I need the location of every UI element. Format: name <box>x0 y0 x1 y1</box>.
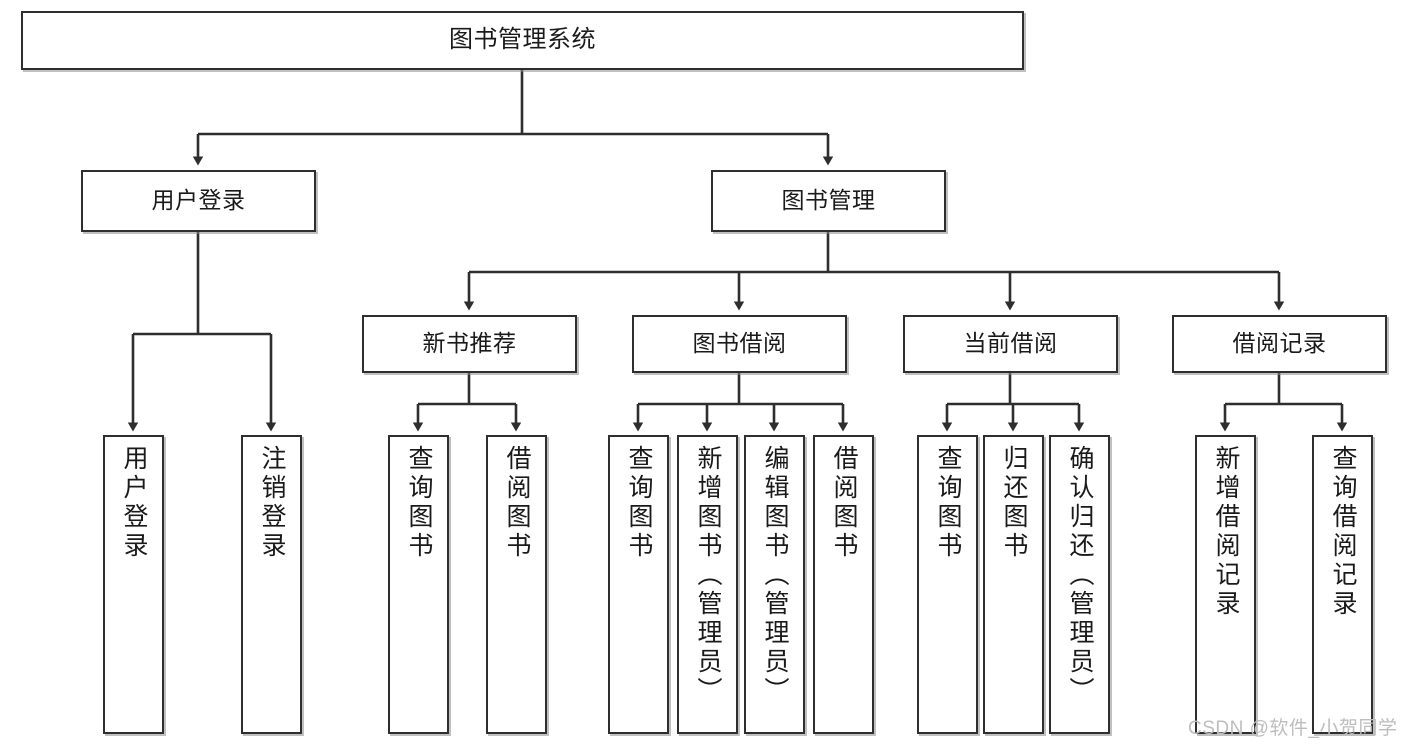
node-leaf-query-record[interactable]: 查询借阅记录 <box>1312 435 1373 734</box>
node-book-manage[interactable]: 图书管理 <box>711 170 946 232</box>
node-leaf-edit-book[interactable]: 编辑图书（管理员） <box>744 435 805 734</box>
node-leaf-user-login-label: 用户登录 <box>120 445 148 561</box>
node-user-login[interactable]: 用户登录 <box>81 170 316 232</box>
node-leaf-query-book-2[interactable]: 查询图书 <box>608 435 669 734</box>
node-leaf-add-record-label: 新增借阅记录 <box>1212 445 1240 619</box>
node-root[interactable]: 图书管理系统 <box>21 11 1024 70</box>
watermark: CSDN @软件_小贺同学 <box>1188 718 1398 739</box>
node-book-borrow-label: 图书借阅 <box>692 330 787 357</box>
node-borrow-record-label: 借阅记录 <box>1232 330 1327 357</box>
node-leaf-return-book[interactable]: 归还图书 <box>983 435 1044 734</box>
node-leaf-query-book-3-label: 查询图书 <box>934 445 962 561</box>
node-leaf-query-book-1[interactable]: 查询图书 <box>388 435 449 734</box>
node-leaf-borrow-book-2-label: 借阅图书 <box>830 445 858 561</box>
node-borrow-record[interactable]: 借阅记录 <box>1172 315 1387 373</box>
node-leaf-logout-label: 注销登录 <box>258 445 286 561</box>
node-leaf-add-book-label: 新增图书（管理员） <box>694 445 722 706</box>
node-book-borrow[interactable]: 图书借阅 <box>632 315 847 373</box>
node-root-label: 图书管理系统 <box>449 26 596 54</box>
node-leaf-add-record[interactable]: 新增借阅记录 <box>1195 435 1256 734</box>
node-leaf-query-record-label: 查询借阅记录 <box>1329 445 1357 619</box>
node-current-borrow[interactable]: 当前借阅 <box>903 315 1118 373</box>
node-leaf-confirm-return[interactable]: 确认归还（管理员） <box>1049 435 1110 734</box>
node-user-login-label: 用户登录 <box>151 187 246 214</box>
node-current-borrow-label: 当前借阅 <box>963 330 1058 357</box>
node-leaf-borrow-book-1-label: 借阅图书 <box>503 445 531 561</box>
node-leaf-query-book-3[interactable]: 查询图书 <box>917 435 978 734</box>
node-new-book-rec-label: 新书推荐 <box>422 330 517 357</box>
node-leaf-borrow-book-1[interactable]: 借阅图书 <box>486 435 547 734</box>
node-leaf-query-book-2-label: 查询图书 <box>625 445 653 561</box>
node-leaf-return-book-label: 归还图书 <box>1000 445 1028 561</box>
node-book-manage-label: 图书管理 <box>781 187 876 214</box>
node-leaf-edit-book-label: 编辑图书（管理员） <box>761 445 789 706</box>
node-leaf-borrow-book-2[interactable]: 借阅图书 <box>813 435 874 734</box>
node-leaf-logout[interactable]: 注销登录 <box>241 435 302 734</box>
node-new-book-rec[interactable]: 新书推荐 <box>362 315 577 373</box>
node-leaf-confirm-return-label: 确认归还（管理员） <box>1066 445 1094 706</box>
node-leaf-user-login[interactable]: 用户登录 <box>103 435 164 734</box>
node-leaf-add-book[interactable]: 新增图书（管理员） <box>677 435 738 734</box>
node-leaf-query-book-1-label: 查询图书 <box>405 445 433 561</box>
